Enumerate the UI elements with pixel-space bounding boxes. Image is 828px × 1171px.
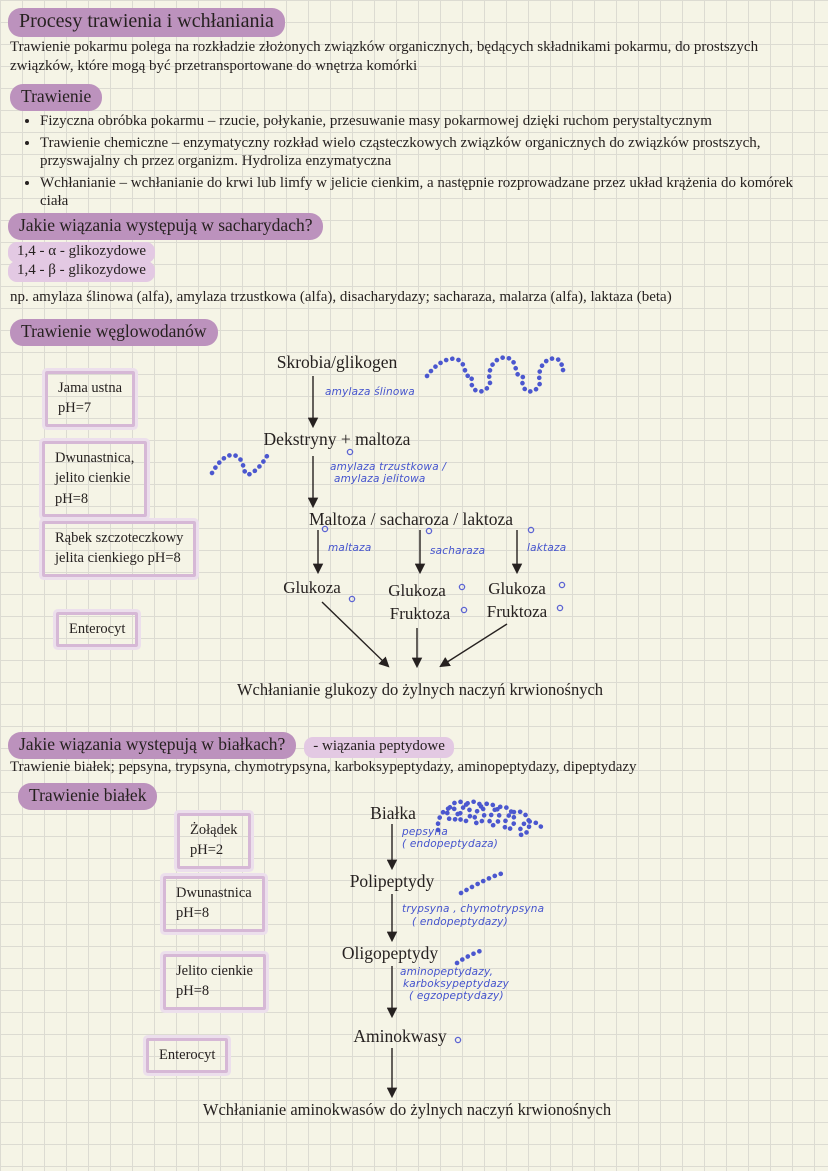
box-zoladek: Żołądek pH=2 (177, 813, 251, 869)
box-jelito-cienkie: Jelito cienkie pH=8 (163, 954, 266, 1010)
node-dekstryny-maltoza: Dekstryny + maltoza (263, 429, 411, 449)
starch-polymer-doodle (424, 355, 567, 394)
dextrin-chain-doodle (209, 452, 270, 477)
protein-enzymes-line: Trawienie białek; pepsyna, trypsyna, chy… (10, 759, 637, 775)
enzyme-label-amylaza-jelitowa: amylaza jelitowa (334, 473, 426, 485)
node-glukoza-2: Glukoza (388, 581, 446, 600)
node-glukoza-3: Glukoza (488, 579, 546, 598)
oligopeptide-chain-doodle (454, 947, 486, 966)
bond-alpha-pill: 1,4 - α - glikozydowe (8, 242, 156, 263)
arrow-glukoza-wchlanianie-3 (439, 623, 508, 668)
circle-mark (346, 448, 354, 456)
circle-mark (460, 606, 468, 614)
circle-mark (458, 583, 466, 591)
enzyme-label-aminopeptydazy: aminopeptydazy, (400, 966, 494, 978)
section-heading-trawienie: Trawienie (10, 84, 103, 111)
digestion-bullet-list: Fizyczna obróbka pokarmu – rzucie, połyk… (10, 112, 810, 214)
bullet-item-chemical: Trawienie chemiczne – enzymatyczny rozkł… (40, 134, 810, 171)
enzyme-label-karboksypeptydazy: karboksypeptydazy (403, 978, 510, 990)
circle-mark (556, 604, 564, 612)
section-heading-sacharydy: Jakie wiązania występują w sacharydach? (8, 213, 324, 240)
carb-absorption-result: Wchłanianie glukozy do żylnych naczyń kr… (236, 680, 604, 699)
node-fruktoza-3: Fruktoza (486, 602, 548, 621)
enzyme-label-amylaza-trzustkowa: amylaza trzustkowa / (330, 461, 447, 473)
node-oligopeptydy: Oligopeptydy (341, 943, 439, 963)
intro-paragraph: Trawienie pokarmu polega na rozkładzie z… (10, 39, 759, 74)
saccharide-enzymes-note: np. amylaza ślinowa (alfa), amylaza trzu… (10, 289, 672, 305)
protein-absorption-result: Wchłanianie aminokwasów do żylnych naczy… (202, 1100, 612, 1119)
section-heading-weglowodany: Trawienie węglowodanów (10, 319, 218, 346)
enzyme-label-endopeptydazy: ( endopeptydazy) (412, 916, 508, 928)
enzyme-label-trypsyna-chymotrypsyna: trypsyna , chymotrypsyna (402, 903, 545, 915)
node-disacharydy: Maltoza / sacharoza / laktoza (308, 509, 514, 529)
enzyme-label-amylaza-slinowa: amylaza ślinowa (325, 386, 415, 398)
circle-mark (527, 526, 535, 534)
enzyme-label-endopeptydaza: ( endopeptydaza) (402, 838, 499, 850)
box-rabek-szczoteczkowy: Rąbek szczoteczkowy jelita cienkiego pH=… (42, 521, 197, 577)
section-heading-bialka-wiazania: Jakie wiązania występują w białkach? (8, 732, 297, 759)
bullet-item-absorption: Wchłanianie – wchłanianie do krwi lub li… (40, 174, 810, 211)
box-dwunastnica-protein: Dwunastnica pH=8 (163, 876, 265, 932)
enzyme-label-maltaza: maltaza (328, 542, 372, 554)
circle-mark (348, 595, 356, 603)
bond-peptydowe-pill: - wiązania peptydowe (304, 737, 454, 758)
enzyme-label-pepsyna: pepsyna (402, 826, 448, 838)
node-skrobia-glikogen: Skrobia/glikogen (276, 352, 398, 372)
box-jama-ustna: Jama ustna pH=7 (45, 371, 136, 427)
node-bialka: Białka (370, 803, 416, 823)
box-enterocyt-protein: Enterocyt (146, 1038, 229, 1074)
enzyme-label-egzopeptydazy: ( egzopeptydazy) (409, 990, 504, 1002)
box-enterocyt-carb: Enterocyt (56, 612, 139, 648)
bullet-item-physical: Fizyczna obróbka pokarmu – rzucie, połyk… (40, 112, 810, 131)
section-heading-trawienie-bialek: Trawienie białek (18, 783, 158, 810)
node-glukoza-1: Glukoza (283, 578, 341, 597)
box-dwunastnica-jelito: Dwunastnica, jelito cienkie pH=8 (42, 441, 148, 517)
circle-mark (454, 1036, 462, 1044)
page-title: Procesy trawienia i wchłaniania (8, 8, 285, 37)
node-fruktoza-2: Fruktoza (389, 604, 451, 623)
protein-helix-doodle (435, 799, 545, 838)
node-polipeptydy: Polipeptydy (349, 871, 435, 891)
circle-mark (558, 581, 566, 589)
arrow-glukoza-wchlanianie-1 (321, 601, 390, 668)
enzyme-label-laktaza: laktaza (527, 542, 567, 554)
protein-bonds-row: Jakie wiązania występują w białkach? - w… (8, 732, 454, 759)
enzyme-label-sacharaza: sacharaza (430, 545, 486, 557)
polypeptide-chain-doodle (458, 870, 508, 896)
bond-beta-pill: 1,4 - β - glikozydowe (8, 261, 155, 282)
node-aminokwasy: Aminokwasy (353, 1026, 447, 1046)
